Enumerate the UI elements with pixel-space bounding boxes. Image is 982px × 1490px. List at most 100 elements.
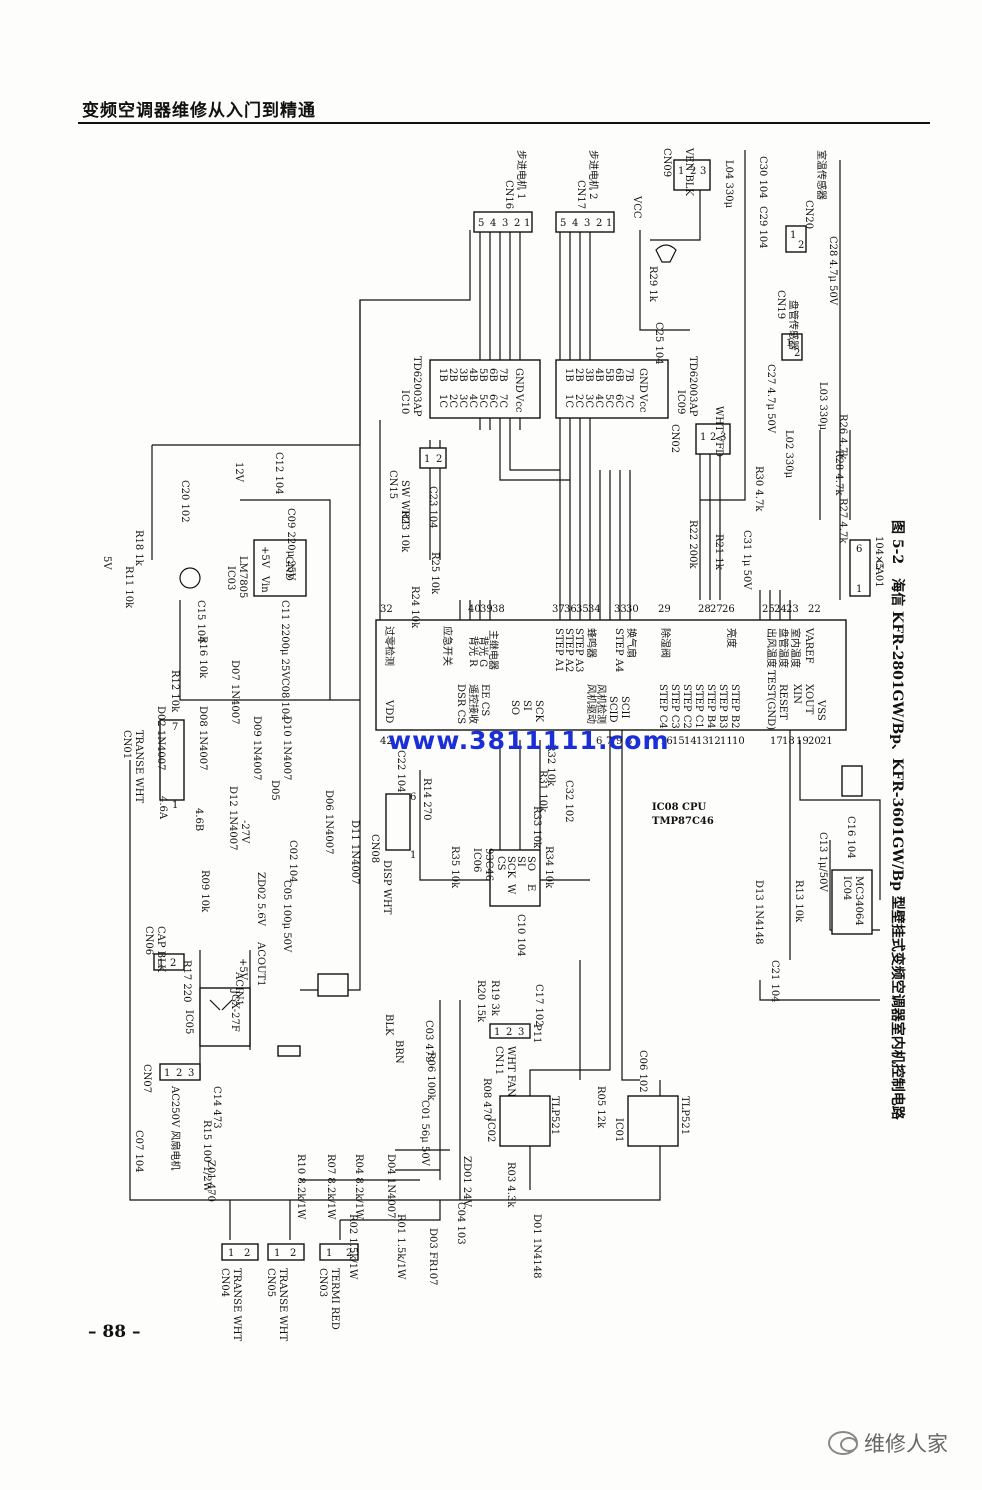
svg-text:WHT VFD: WHT VFD (713, 406, 724, 457)
svg-text:2: 2 (346, 1248, 352, 1259)
svg-text:CN20: CN20 (803, 200, 814, 229)
wechat-badge-label: 维修人家 (864, 1432, 948, 1456)
wechat-badge: 维修人家 (828, 1428, 948, 1458)
component-label-c30: C30 104 (757, 156, 768, 199)
svg-text:室温传感器: 室温传感器 (815, 150, 828, 200)
svg-text:STEP B3: STEP B3 (717, 684, 728, 728)
svg-text:STEP A4: STEP A4 (613, 628, 624, 672)
svg-text:CN19: CN19 (775, 290, 786, 319)
svg-text:SO: SO (509, 700, 520, 715)
ic09-driver: IC09 TD62003AP 1B 2B 3B 4B 5B 6B 7B GND … (555, 356, 698, 419)
component-label-r34: R34 10k (543, 846, 554, 889)
component-label-d06: D06 1N4007 (323, 790, 334, 854)
svg-text:18: 18 (782, 736, 795, 747)
connector-cn01: CN01 TRANSE WHT 1 7 (121, 719, 185, 811)
svg-text:4C: 4C (467, 394, 478, 408)
svg-text:6B: 6B (487, 368, 498, 382)
component-label-c09: C09 220μ 25V (285, 508, 296, 581)
component-label-d01: D01 1N4148 (531, 1214, 542, 1278)
svg-text:CN06: CN06 (143, 926, 154, 955)
svg-text:4: 4 (572, 218, 578, 229)
component-label-r25: R25 10k (429, 552, 440, 595)
component-label-c03: C03 473 (423, 1020, 434, 1063)
svg-text:2: 2 (506, 1027, 512, 1038)
svg-text:VSS: VSS (815, 699, 826, 721)
component-label-c14: C14 473 (211, 1086, 222, 1129)
svg-text:24: 24 (774, 604, 787, 615)
svg-text:JGX-27F: JGX-27F (229, 989, 240, 1032)
svg-text:3: 3 (188, 1068, 194, 1079)
svg-text:1: 1 (326, 1248, 332, 1259)
svg-text:3: 3 (584, 218, 590, 229)
svg-text:SW WHT: SW WHT (399, 480, 410, 526)
relay-ry01 (317, 973, 349, 997)
connector-cn02: CN02 WHT VFD 1 2 3 (669, 406, 731, 457)
component-label-c05: C05 100μ 50V (281, 880, 292, 953)
svg-text:TEST(GND): TEST(GND) (765, 670, 776, 730)
svg-text:GND: GND (283, 556, 294, 581)
crystal-xt01 (841, 765, 863, 797)
component-label-z01: Z01 470 (205, 1160, 216, 1202)
svg-text:38: 38 (492, 604, 505, 615)
svg-text:19: 19 (796, 736, 809, 747)
svg-text:1: 1 (790, 230, 796, 241)
component-label-r31: R31 10k (537, 770, 548, 813)
connector-cn17: 5 4 3 2 1 CN17 步进电机 2 (555, 150, 615, 233)
svg-text:104×5: 104×5 (873, 536, 884, 570)
svg-text:IC04: IC04 (841, 876, 852, 900)
svg-text:STEP C2: STEP C2 (681, 684, 692, 729)
svg-text:CN05: CN05 (265, 1268, 276, 1297)
component-label-r17: R17 220 (181, 960, 192, 1003)
component-label-r35: R35 10k (449, 846, 460, 889)
component-label-c12: C12 104 (273, 452, 284, 495)
svg-text:7C: 7C (497, 394, 508, 408)
svg-text:蜂鸣器: 蜂鸣器 (585, 628, 598, 658)
net-label: 12V (233, 462, 244, 483)
svg-text:CN17: CN17 (575, 180, 586, 209)
svg-text:过零检测: 过零检测 (383, 626, 396, 666)
svg-text:背光 R: 背光 R (467, 636, 480, 667)
component-label-c01: C01 56μ 50V (419, 1100, 430, 1167)
svg-text:TLP521: TLP521 (679, 1096, 690, 1135)
svg-text:5B: 5B (603, 368, 614, 382)
ic05-optocoupler: IC05 JGX-27F (183, 987, 251, 1047)
svg-text:STEP C1: STEP C1 (693, 684, 704, 729)
svg-text:CN15: CN15 (387, 470, 398, 499)
website-watermark: www.3811111.com (388, 726, 670, 755)
svg-text:STEP A2: STEP A2 (563, 628, 574, 672)
svg-text:1: 1 (158, 958, 164, 969)
svg-text:VAREF: VAREF (803, 627, 814, 664)
svg-text:TD62003AP: TD62003AP (687, 356, 698, 417)
svg-text:3: 3 (518, 1027, 524, 1038)
svg-text:STEP C4: STEP C4 (657, 684, 668, 729)
component-label-c20: C20 102 (179, 480, 190, 523)
svg-text:Vin: Vin (259, 575, 270, 593)
svg-text:12: 12 (708, 736, 721, 747)
svg-text:STEP B4: STEP B4 (705, 684, 716, 728)
svg-text:CS: CS (495, 856, 506, 871)
net-label: 4.6A (157, 796, 168, 820)
svg-text:IC02: IC02 (485, 1118, 496, 1142)
svg-text:3: 3 (720, 432, 726, 443)
svg-text:步进电机 1: 步进电机 1 (515, 150, 528, 200)
net-label: ACIN1 (233, 971, 244, 1006)
connector-cn19: 1 2 CN19 盘管传感器 (775, 290, 803, 361)
net-label: 4.6B (193, 808, 204, 831)
connector-cn09: 1 2 3 CN09 VEN BLK (661, 147, 711, 196)
svg-text:3B: 3B (583, 368, 594, 382)
svg-text:VDD: VDD (383, 699, 394, 723)
component-label-c07: C07 104 (133, 1130, 144, 1173)
cpu-pin-names: 过零检测 应急开关 背光 R 背光 G 主继电器 STEP A1 STEP A2… (383, 626, 826, 730)
svg-text:IC09: IC09 (675, 390, 686, 414)
svg-text:CN08: CN08 (369, 834, 380, 863)
net-label: P11 (531, 1024, 542, 1043)
svg-text:RESET: RESET (777, 684, 788, 720)
svg-text:5B: 5B (477, 368, 488, 382)
svg-text:1: 1 (700, 432, 706, 443)
svg-text:7B: 7B (497, 368, 508, 382)
svg-text:4B: 4B (593, 368, 604, 382)
svg-text:27: 27 (710, 604, 723, 615)
